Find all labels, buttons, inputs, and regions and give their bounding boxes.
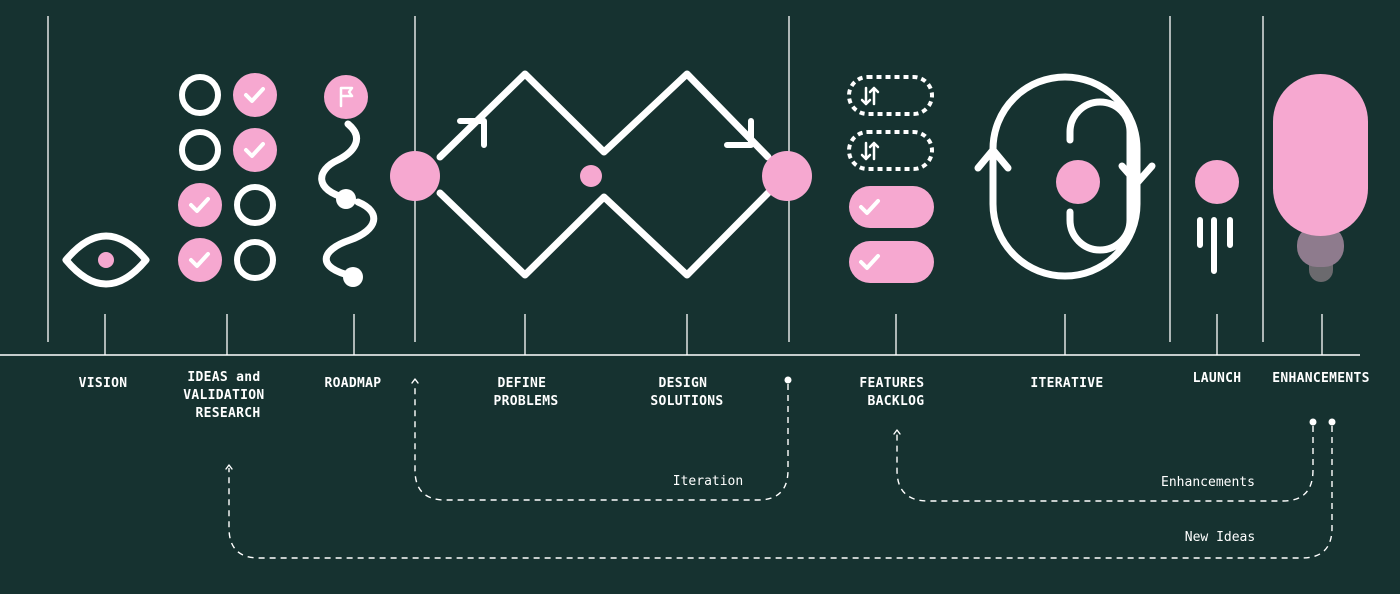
backlog-pills-icon	[847, 75, 934, 283]
loop-icon	[974, 73, 1156, 280]
enhancements-loop: Enhancements	[893, 418, 1317, 502]
roadmap-path-icon	[318, 75, 378, 287]
stage-label-launch: LAUNCH	[1193, 371, 1242, 386]
iteration-loop-label: Iteration	[673, 474, 743, 489]
stage-label-design: DESIGN SOLUTIONS	[650, 376, 723, 409]
stage-label-features: FEATURES BACKLOG	[859, 376, 932, 409]
stage-label-iterative: ITERATIVE	[1030, 376, 1103, 391]
new-ideas-loop-label: New Ideas	[1185, 530, 1255, 545]
stage-label-define: DEFINE PROBLEMS	[493, 376, 558, 409]
stage-label-enhancements: ENHANCEMENTS	[1272, 371, 1370, 386]
iteration-loop: Iteration	[411, 376, 792, 501]
stage-label-ideas: IDEAS and VALIDATION RESEARCH	[183, 370, 272, 421]
rocket-launch-icon	[1195, 160, 1239, 274]
stage-label-vision: VISION	[79, 376, 128, 391]
new-ideas-loop: New Ideas	[225, 418, 1336, 559]
stage-label-roadmap: ROADMAP	[325, 376, 382, 391]
stage-ticks	[104, 314, 1323, 355]
checklist-icon	[178, 73, 277, 282]
double-diamond-icon	[390, 70, 812, 279]
enhancements-loop-label: Enhancements	[1161, 475, 1255, 490]
stage-labels: VISION IDEAS and VALIDATION RESEARCH ROA…	[79, 370, 1370, 421]
capsule-icon	[1273, 74, 1368, 282]
eye-icon	[62, 232, 150, 288]
